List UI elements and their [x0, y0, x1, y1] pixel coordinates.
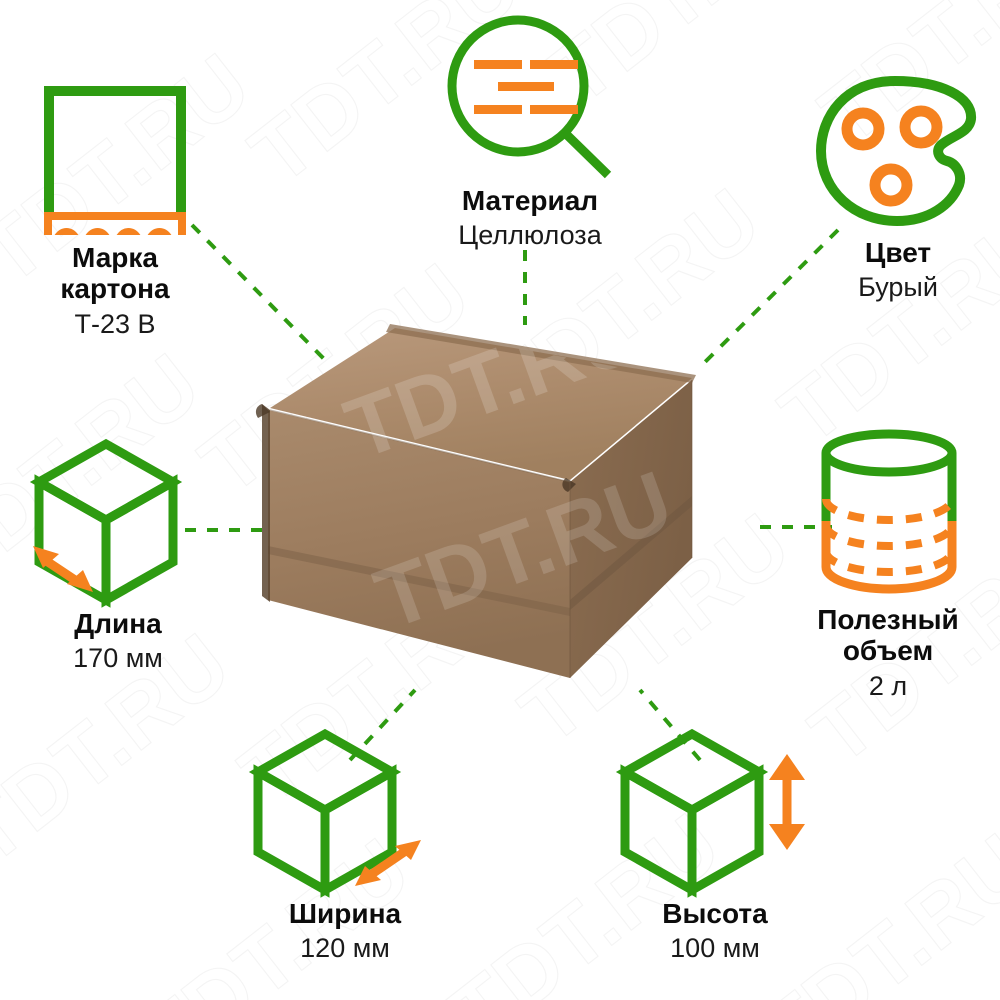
spec-color-icon-wrap: [778, 70, 1000, 235]
spec-width-icon-wrap: [225, 726, 465, 898]
box-creases: [269, 380, 693, 678]
spec-height[interactable]: Высота 100 мм: [595, 726, 835, 965]
cube-width-icon: [248, 728, 421, 898]
spec-volume-value: 2 л: [868, 670, 908, 701]
spec-volume[interactable]: Полезный объем 2 л: [768, 429, 1000, 702]
spec-material-title: Материал: [461, 185, 599, 216]
spec-length-title: Длина: [74, 608, 162, 639]
spec-height-title: Высота: [662, 898, 768, 929]
spec-grade-value: Т-23 В: [74, 308, 156, 339]
spec-material-value: Целлюлоза: [458, 220, 602, 251]
height-arrow: [769, 753, 805, 850]
spec-color[interactable]: Цвет Бурый: [778, 70, 1000, 304]
spec-width-value: 120 мм: [300, 933, 390, 964]
spec-width-title: Ширина: [288, 898, 402, 929]
magnifier-icon: [447, 15, 612, 179]
spec-material-icon-wrap: [410, 8, 650, 183]
spec-color-value: Бурый: [858, 272, 938, 303]
spec-width[interactable]: Ширина 120 мм: [225, 726, 465, 965]
spec-grade[interactable]: Марка картона Т-23 В: [0, 70, 235, 340]
box-side-face: [570, 380, 692, 678]
box-lid-fold: [386, 324, 696, 383]
box-front-face: [268, 410, 570, 678]
spec-material[interactable]: Материал Целлюлоза: [410, 8, 650, 252]
corrugated-board-icon: [44, 86, 186, 235]
spec-length-value: 170 мм: [73, 643, 163, 674]
spec-length-icon-wrap: [0, 436, 238, 608]
length-arrow: [33, 545, 93, 592]
cube-height-icon: [615, 728, 805, 898]
spec-volume-icon-wrap: [768, 429, 1000, 602]
spec-length[interactable]: Длина 170 мм: [0, 436, 238, 675]
box-side-flap-edge: [570, 496, 692, 610]
spec-height-icon-wrap: [595, 726, 835, 898]
box-corner-notch-right: [562, 478, 576, 492]
box-corner-notch-left: [255, 404, 270, 418]
spec-height-value: 100 мм: [670, 933, 760, 964]
cube-length-icon: [29, 438, 183, 608]
width-arrow: [355, 839, 421, 886]
product-photo-box: TDT.RU TDT.RU: [255, 324, 696, 678]
spec-color-title: Цвет: [864, 237, 932, 268]
box-front-flap-edge: [268, 546, 570, 616]
box-top-face: [270, 328, 692, 480]
spec-volume-title: Полезный объем: [817, 604, 959, 667]
spec-grade-title: Марка картона: [60, 242, 170, 305]
box-left-edge: [262, 404, 270, 602]
spec-grade-icon-wrap: [0, 70, 235, 240]
palette-icon: [815, 75, 976, 226]
cylinder-volume-icon: [821, 429, 956, 593]
